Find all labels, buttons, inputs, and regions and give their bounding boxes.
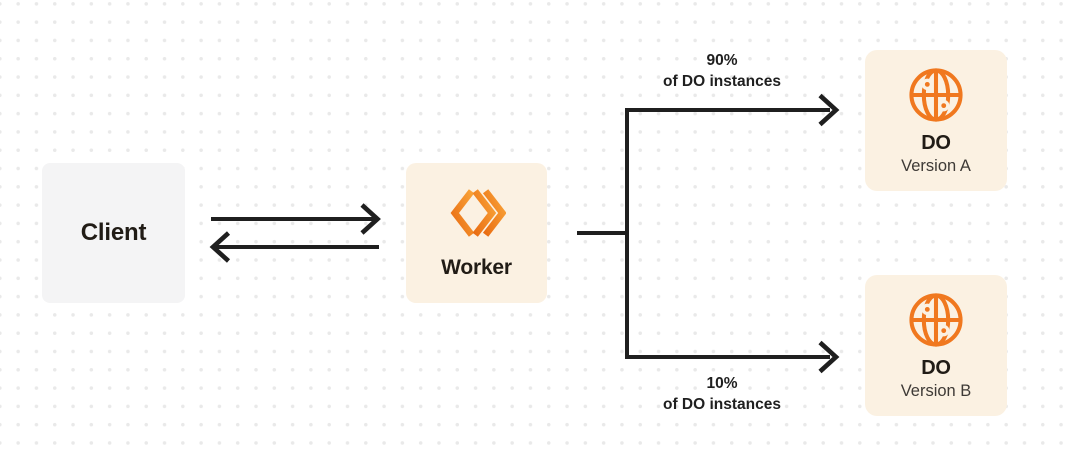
do-b-subtitle: Version B (900, 381, 972, 400)
do-b-title: DO (921, 356, 951, 379)
branch-b-detail: of DO instances (663, 396, 781, 413)
client-label: Client (80, 219, 147, 246)
globe-icon (909, 67, 963, 122)
branch-a-percent: 90% (706, 52, 738, 69)
worker-label: Worker (441, 256, 512, 279)
do-a-title: DO (921, 131, 951, 154)
workers-logo-icon (450, 189, 506, 237)
globe-icon (909, 292, 963, 347)
edge-branch-b-arrowhead (818, 340, 840, 374)
node-worker: Worker (406, 163, 547, 303)
do-a-subtitle: Version A (901, 156, 971, 175)
branch-b-percent: 10% (706, 375, 738, 392)
edge-worker-to-client-arrowhead (209, 231, 231, 263)
node-do-version-b: DO Version B (865, 275, 1007, 416)
node-client: Client (42, 163, 185, 303)
edge-branch-a-arrowhead (818, 93, 840, 127)
node-do-version-a: DO Version A (865, 50, 1007, 191)
edge-label-branch-a: 90% of DO instances (602, 50, 842, 92)
branch-a-detail: of DO instances (663, 73, 781, 90)
edge-client-to-worker-arrowhead (360, 203, 381, 235)
edge-label-branch-b: 10% of DO instances (602, 373, 842, 415)
